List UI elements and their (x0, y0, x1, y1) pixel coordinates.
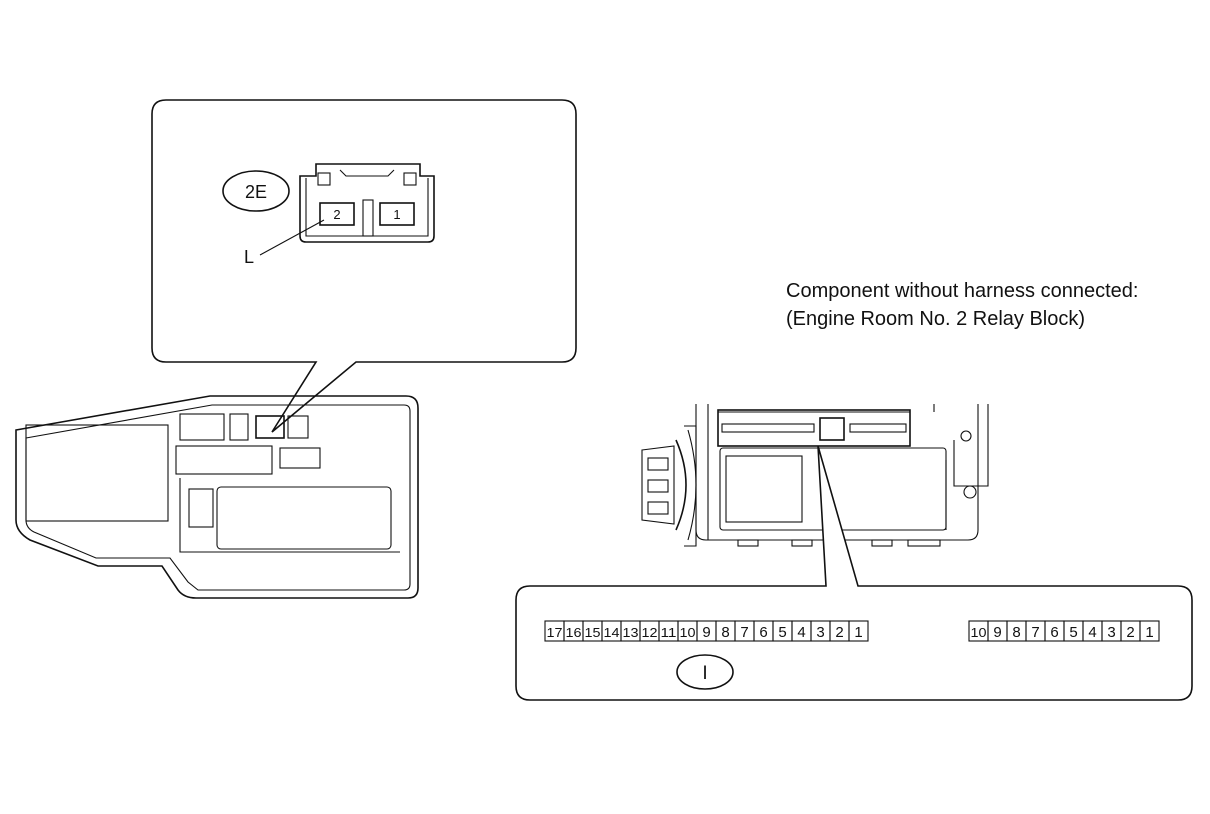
callout-2e (151, 99, 577, 433)
pin-2-cell: 2 (319, 202, 355, 226)
pin-label: 4 (797, 624, 805, 641)
connector-code-i: I (676, 654, 734, 690)
wire-color-label: L (244, 247, 254, 267)
pin-label: 15 (585, 625, 601, 640)
pin-2-label: 2 (333, 207, 340, 222)
connector-code-i-text: I (702, 663, 707, 684)
pin-1-label: 1 (393, 207, 400, 222)
pin-label: 7 (1031, 624, 1039, 641)
callout-i (515, 445, 1193, 701)
pin-label: 16 (566, 625, 582, 640)
engine-room-relay-block (641, 404, 989, 547)
pin-label: 5 (1069, 624, 1077, 641)
pin-cell (848, 620, 869, 642)
pin-label: 7 (740, 624, 748, 641)
pin-label: 5 (778, 624, 786, 641)
pin-label: 8 (1012, 624, 1020, 641)
pin-label: 10 (971, 625, 987, 640)
pin-label: 9 (702, 624, 710, 641)
pin-label: 2 (1126, 624, 1134, 641)
pin-label: 6 (759, 624, 767, 641)
pin-label: 14 (604, 625, 620, 640)
connector-code-2e-text: 2E (245, 182, 267, 202)
pin-label: 1 (1145, 624, 1153, 641)
caption-line-2: (Engine Room No. 2 Relay Block) (786, 308, 1086, 330)
pin-label: 2 (835, 624, 843, 641)
pin-label: 9 (993, 624, 1001, 641)
pin-label: 3 (816, 624, 824, 641)
pin-label: 3 (1107, 624, 1115, 641)
connector-2e-position (255, 415, 285, 439)
pin-label: 10 (680, 625, 696, 640)
pin-label: 11 (661, 625, 677, 640)
connector-2e-face: 2 1 (259, 163, 435, 256)
caption-line-1: Component without harness connected: (786, 280, 1139, 302)
pin-label: 13 (623, 625, 639, 640)
pin-label: 12 (642, 625, 658, 640)
connector-code-2e: 2E (222, 170, 290, 212)
pin-cell (1139, 620, 1160, 642)
pin-label: 6 (1050, 624, 1058, 641)
relay-block-outline (15, 395, 419, 599)
pin-label: 17 (547, 625, 563, 640)
pin-label: 4 (1088, 624, 1096, 641)
pin-label: 8 (721, 624, 729, 641)
pin-label: 1 (854, 624, 862, 641)
pin-1-cell: 1 (379, 202, 415, 226)
